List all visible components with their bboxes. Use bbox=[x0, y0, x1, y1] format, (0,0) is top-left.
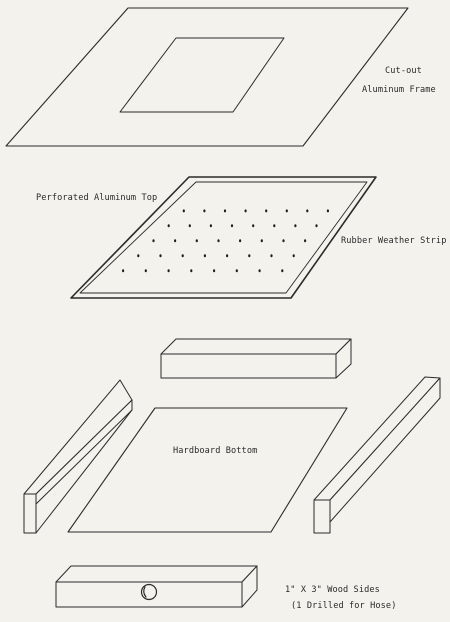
cutout-frame-label-line2: Aluminum Frame bbox=[362, 85, 436, 95]
perforation-hole bbox=[239, 239, 242, 243]
perforation-hole bbox=[285, 209, 288, 213]
perforation-hole bbox=[230, 224, 234, 228]
perforation-hole bbox=[182, 209, 185, 213]
perforation-holes bbox=[122, 209, 329, 273]
perforation-hole bbox=[203, 254, 206, 258]
perforation-hole bbox=[122, 269, 125, 273]
perforated-aluminum-top bbox=[70, 176, 377, 299]
perforation-hole bbox=[226, 254, 229, 258]
perforation-hole bbox=[167, 224, 170, 228]
perforation-hole bbox=[315, 224, 318, 228]
cutout-aluminum-frame bbox=[5, 7, 409, 147]
wood-side-right bbox=[313, 376, 441, 534]
perforation-hole bbox=[304, 239, 307, 243]
perforation-hole bbox=[167, 269, 170, 273]
perforation-hole bbox=[195, 239, 198, 243]
perforation-hole bbox=[252, 224, 255, 228]
perforation-hole bbox=[144, 269, 147, 273]
perforation-hole bbox=[294, 224, 297, 228]
perforation-hole bbox=[292, 254, 295, 258]
perforation-hole bbox=[273, 224, 276, 228]
perforation-hole bbox=[152, 239, 155, 243]
perforation-hole bbox=[258, 269, 261, 273]
perforation-hole bbox=[213, 269, 216, 273]
perforation-hole bbox=[174, 239, 177, 243]
hardboard-bottom-label: Hardboard Bottom bbox=[173, 446, 258, 456]
perforation-hole bbox=[326, 209, 329, 213]
perforation-hole bbox=[270, 254, 273, 258]
wood-side-left bbox=[23, 379, 133, 534]
perforation-hole bbox=[248, 254, 251, 258]
perforation-hole bbox=[235, 269, 238, 273]
perforation-hole bbox=[306, 209, 309, 213]
perforation-hole bbox=[223, 209, 227, 213]
perforation-hole bbox=[137, 254, 140, 258]
perforation-hole bbox=[260, 239, 263, 243]
wood-sides-label-line2: (1 Drilled for Hose) bbox=[291, 601, 397, 611]
perforation-hole bbox=[209, 224, 212, 228]
perforation-hole bbox=[190, 269, 193, 273]
cutout-frame-label-line1: Cut-out bbox=[385, 66, 422, 76]
wood-side-bottom-drilled bbox=[55, 565, 258, 608]
perforation-hole bbox=[244, 209, 247, 213]
weather-strip-label: Rubber Weather Strip bbox=[341, 236, 447, 246]
perforation-hole bbox=[159, 254, 162, 258]
perforated-top-label: Perforated Aluminum Top bbox=[36, 193, 158, 203]
perforation-hole bbox=[265, 209, 268, 213]
perforation-hole bbox=[188, 224, 191, 228]
perforation-hole bbox=[217, 239, 220, 243]
perforation-hole bbox=[281, 269, 284, 273]
perforation-hole bbox=[181, 254, 184, 258]
perforation-hole bbox=[203, 209, 206, 213]
perforation-hole bbox=[282, 239, 285, 243]
wood-sides-label-line1: 1" X 3" Wood Sides bbox=[285, 585, 380, 595]
wood-side-top bbox=[160, 338, 352, 379]
hardboard-bottom bbox=[67, 407, 348, 533]
